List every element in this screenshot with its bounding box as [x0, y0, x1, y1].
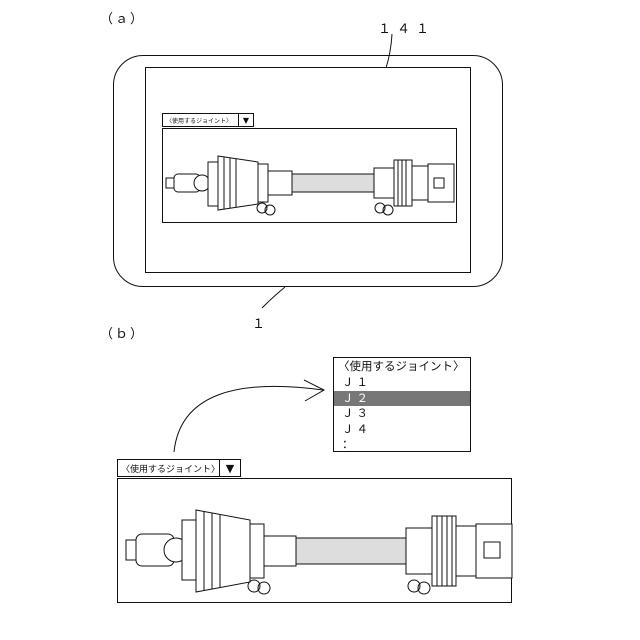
leader-line-141 [386, 34, 392, 68]
drive-shaft-illustration-small [166, 156, 454, 215]
curved-arrow [174, 386, 323, 452]
drive-shaft-illustration-large [126, 510, 512, 594]
curved-arrow-head [304, 380, 324, 401]
leader-line-1 [262, 287, 285, 308]
